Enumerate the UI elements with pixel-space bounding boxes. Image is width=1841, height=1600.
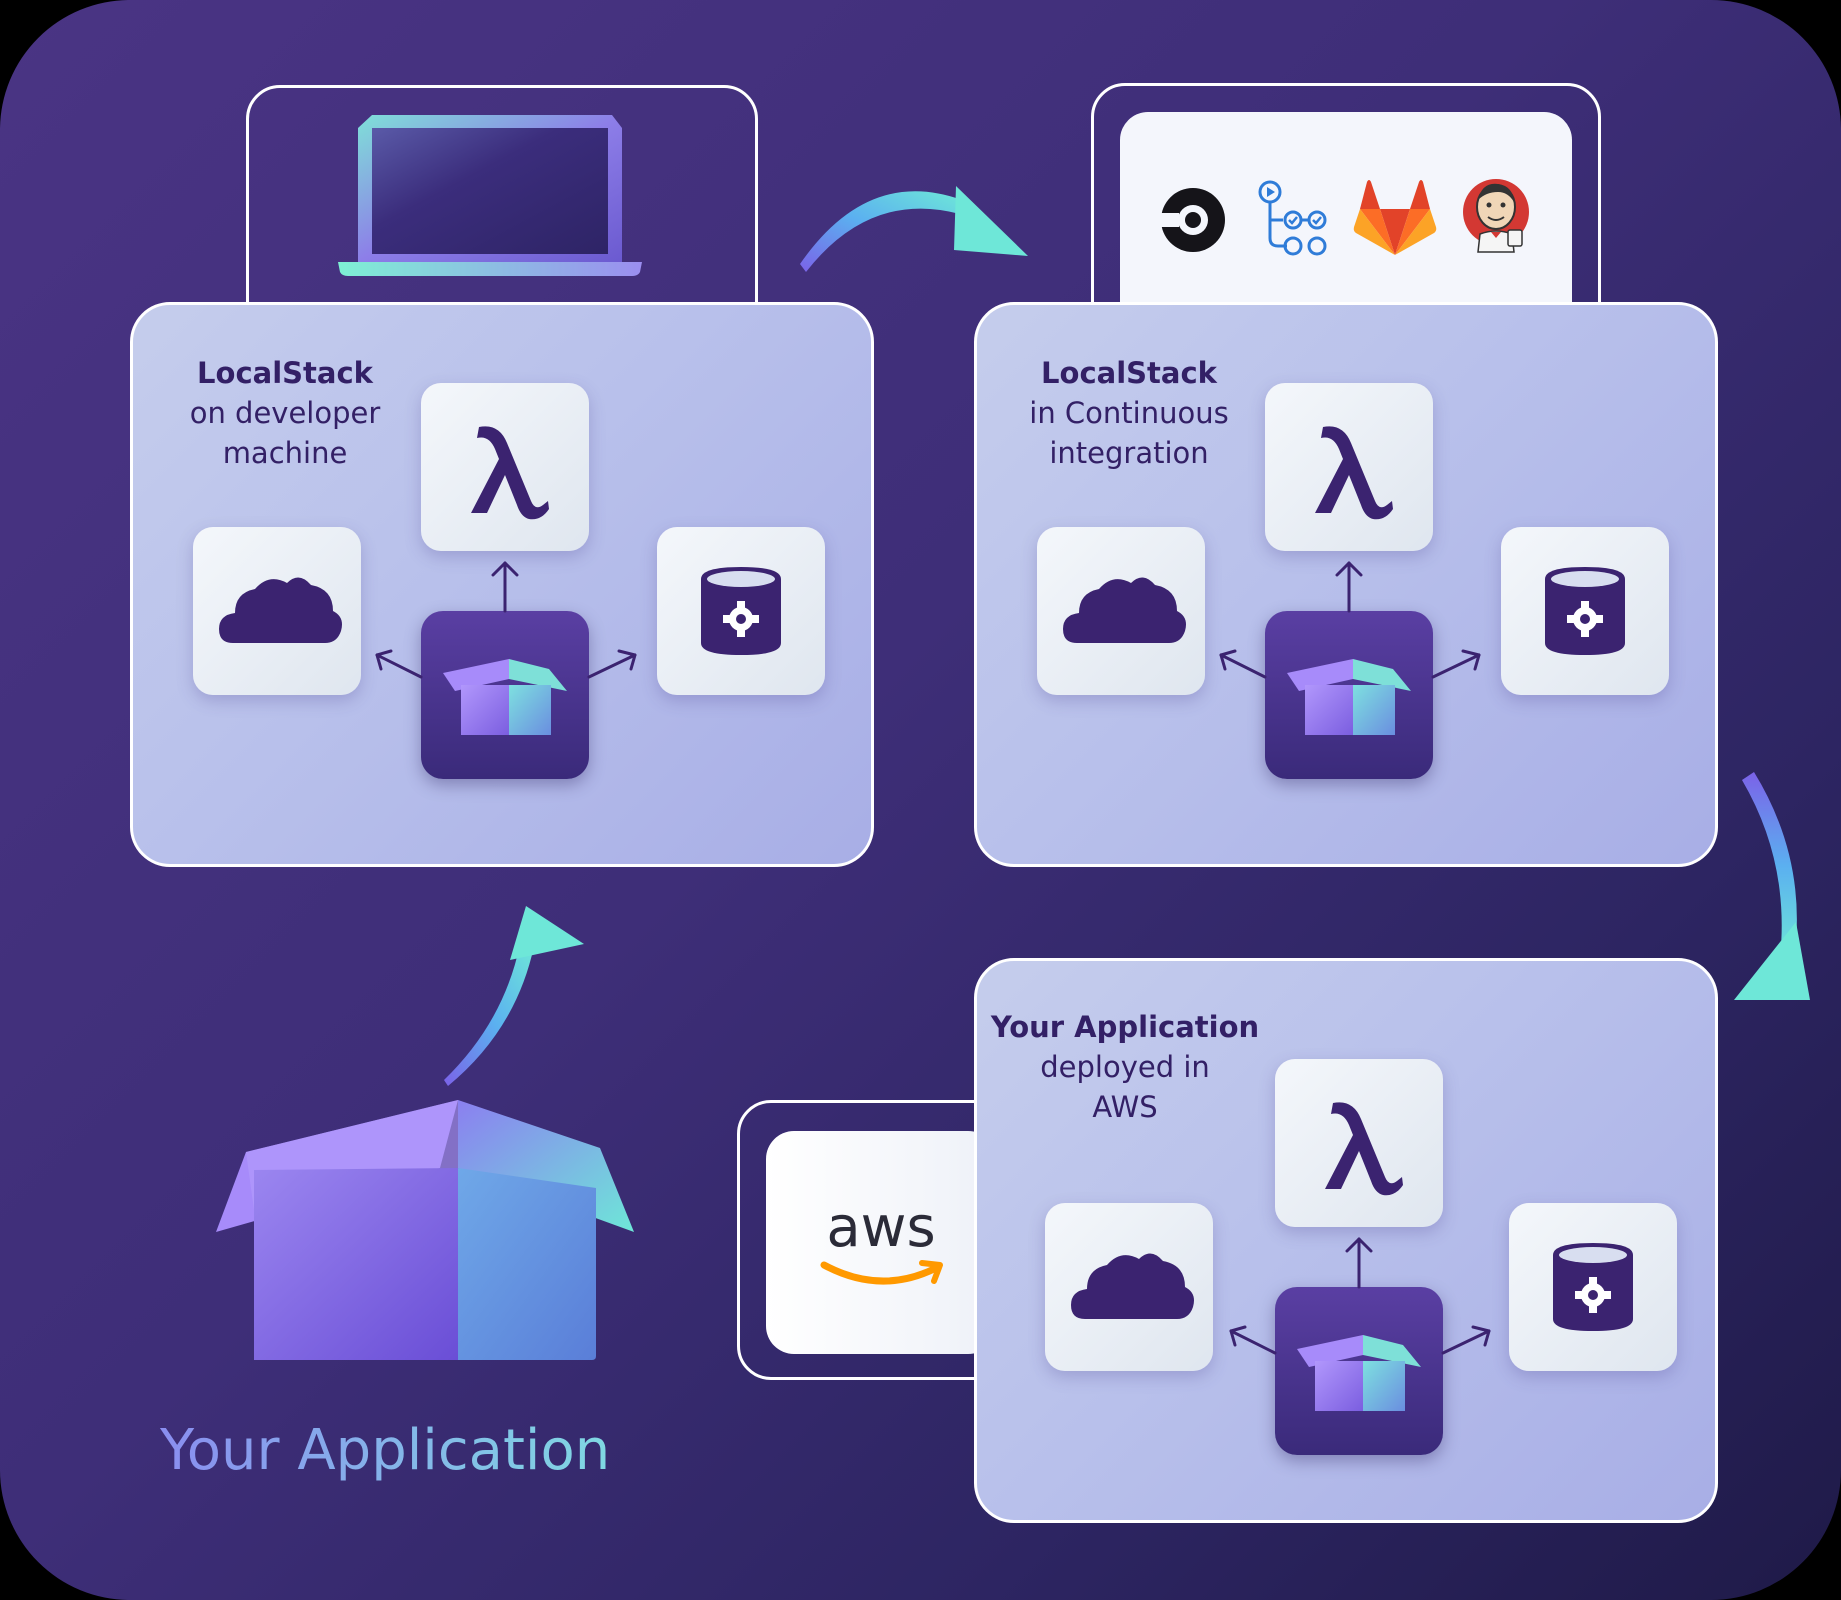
jenkins-icon	[1463, 179, 1529, 253]
card-developer-machine: LocalStack on developer machine	[130, 302, 874, 867]
lambda-tile	[1265, 383, 1433, 551]
card-title: LocalStack on developer machine	[160, 353, 410, 473]
hub-arrows	[1229, 1237, 1491, 1355]
card-title-line2: in Continuous	[1029, 396, 1229, 430]
card-title-line3: integration	[1049, 436, 1209, 470]
localstack-hub	[1265, 611, 1433, 779]
cloud-icon	[1063, 577, 1186, 643]
card-title-line2: on developer	[189, 396, 381, 430]
cloud-icon	[219, 577, 342, 643]
lambda-icon	[1315, 426, 1393, 520]
localstack-hub	[421, 611, 589, 779]
card-title-line3: AWS	[1092, 1090, 1158, 1124]
cloud-tile	[1037, 527, 1205, 695]
lambda-tile	[1275, 1059, 1443, 1227]
github-actions-icon	[1258, 180, 1327, 256]
database-tile	[657, 527, 825, 695]
database-gear-icon	[701, 567, 781, 655]
aws-logo-text: aws	[826, 1195, 936, 1260]
package-icon	[443, 659, 567, 735]
arrow-app-to-dev	[444, 944, 534, 1086]
card-title: LocalStack in Continuous integration	[1004, 353, 1254, 473]
database-gear-icon	[1553, 1243, 1633, 1331]
card-title-line3: machine	[222, 436, 348, 470]
arrow-ci-to-aws	[1742, 772, 1797, 960]
lambda-icon	[1325, 1102, 1403, 1196]
card-title-bold: Your Application	[990, 1010, 1260, 1044]
hub-arrows	[1219, 561, 1481, 679]
arrow-dev-to-ci	[800, 191, 962, 272]
lambda-icon	[471, 426, 549, 520]
database-tile	[1501, 527, 1669, 695]
cloud-icon	[1071, 1253, 1194, 1319]
aws-panel: aws	[766, 1131, 996, 1354]
gitlab-icon	[1353, 180, 1437, 255]
circleci-icon	[1157, 188, 1225, 252]
app-hub	[1275, 1287, 1443, 1455]
card-continuous-integration: LocalStack in Continuous integration	[974, 302, 1718, 867]
app-caption: Your Application	[160, 1418, 700, 1484]
cloud-tile	[1045, 1203, 1213, 1371]
package-icon	[1297, 1335, 1421, 1411]
lambda-tile	[421, 383, 589, 551]
cloud-tile	[193, 527, 361, 695]
database-tile	[1509, 1203, 1677, 1371]
card-title: Your Application deployed in AWS	[985, 1007, 1265, 1127]
card-title-bold: LocalStack	[197, 356, 373, 390]
database-gear-icon	[1545, 567, 1625, 655]
card-title-bold: LocalStack	[1041, 356, 1217, 390]
hub-arrows	[375, 561, 637, 679]
card-title-line2: deployed in	[1040, 1050, 1210, 1084]
package-icon	[1287, 659, 1411, 735]
card-deployed-aws: Your Application deployed in AWS	[974, 958, 1718, 1523]
aws-smile-icon	[820, 1260, 943, 1285]
